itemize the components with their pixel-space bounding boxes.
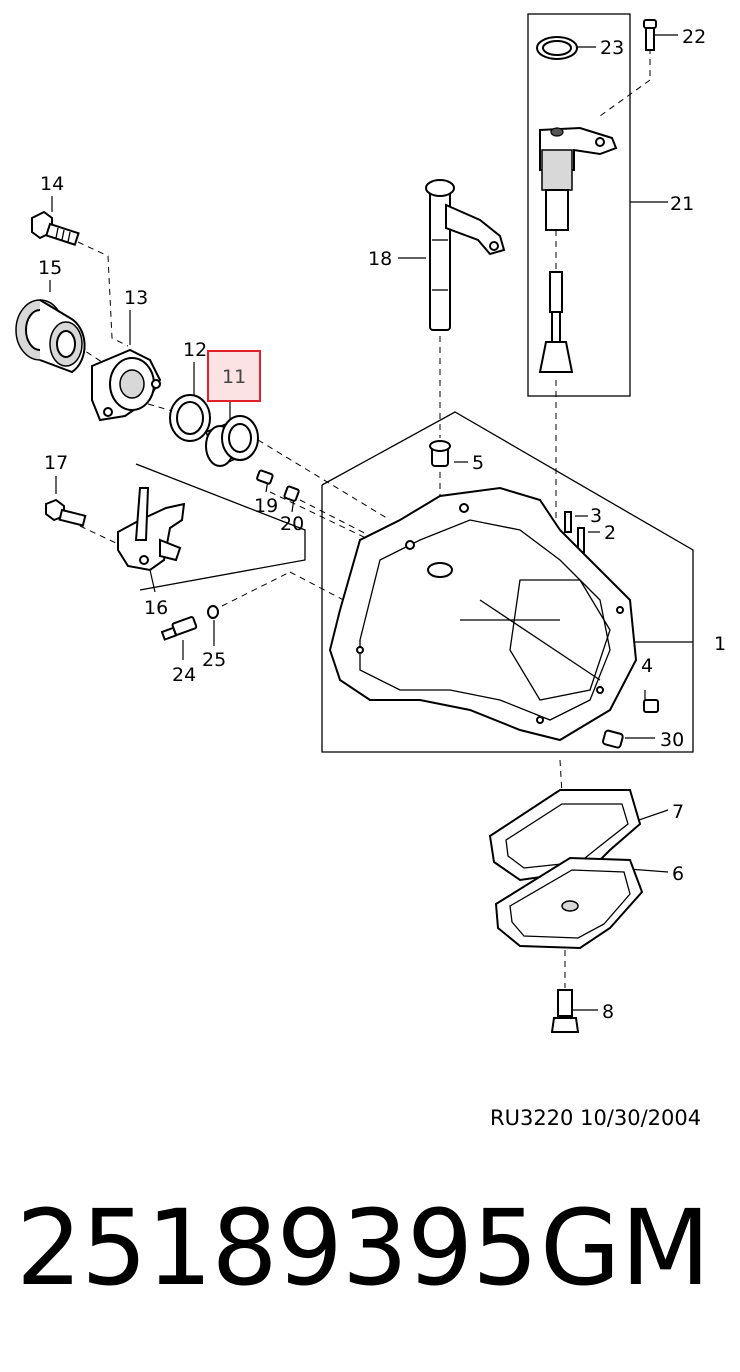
plug-19: [256, 469, 274, 485]
callout-23: 23: [600, 37, 624, 59]
o-ring-23: [536, 36, 578, 60]
oil-pan-6: [494, 856, 644, 950]
callout-19: 19: [254, 495, 278, 517]
bolt-17: [45, 498, 87, 527]
callout-18: 18: [368, 248, 392, 270]
brand-name: GM: [540, 1187, 711, 1309]
callout-21: 21: [670, 193, 694, 215]
callout-7: 7: [672, 801, 684, 823]
callout-13: 13: [124, 287, 148, 309]
diagram-reference-code: RU3220 10/30/2004: [490, 1106, 702, 1130]
guide-sleeve-13: [91, 348, 162, 422]
callout-11: 11: [222, 366, 246, 388]
bearing-11: [205, 415, 259, 468]
callout-1: 1: [714, 633, 726, 655]
callout-2: 2: [604, 522, 616, 544]
callout-12: 12: [183, 339, 207, 361]
leader-lines: [49, 34, 693, 1011]
gasket-7: [488, 789, 642, 882]
callout-5: 5: [472, 452, 484, 474]
pin-20: [283, 485, 300, 502]
stud-3: [564, 511, 572, 533]
bolt-8: [550, 989, 580, 1033]
callout-16: 16: [144, 597, 168, 619]
callout-3: 3: [590, 505, 602, 527]
callout-22: 22: [682, 26, 706, 48]
callout-25: 25: [202, 649, 226, 671]
shift-shaft-18: [425, 179, 506, 331]
bolt-22: [643, 19, 657, 51]
callout-8: 8: [602, 1001, 614, 1023]
backup-switch-24: [160, 616, 198, 641]
callout-15: 15: [38, 257, 62, 279]
highlight-box-11: [207, 350, 261, 402]
transaxle-case-group-box: [321, 411, 694, 753]
callout-30: 30: [660, 729, 684, 751]
plug-5: [429, 440, 451, 467]
plug-30: [602, 729, 624, 749]
callout-24: 24: [172, 664, 196, 686]
shift-fork-group-outline: [135, 463, 306, 591]
release-fork-16: [117, 487, 186, 572]
speedometer-gear-21: [538, 126, 618, 373]
plug-4: [643, 699, 659, 713]
washer-25: [207, 605, 219, 619]
callout-6: 6: [672, 863, 684, 885]
callout-17: 17: [44, 452, 68, 474]
group-boxes: [135, 13, 694, 753]
seal-12: [169, 394, 211, 442]
release-bearing-15: [15, 299, 86, 374]
speedometer-group-box: [527, 13, 631, 397]
callouts: 1 2 3 4 5 6 7 8 11 12 13 14 15 16 17 18 …: [38, 26, 726, 1023]
transaxle-case-1: [328, 486, 638, 742]
callout-14: 14: [40, 173, 64, 195]
callout-4: 4: [641, 655, 653, 677]
bolt-14: [31, 210, 80, 246]
part-number: 25189395: [16, 1187, 538, 1309]
callout-20: 20: [280, 513, 304, 535]
